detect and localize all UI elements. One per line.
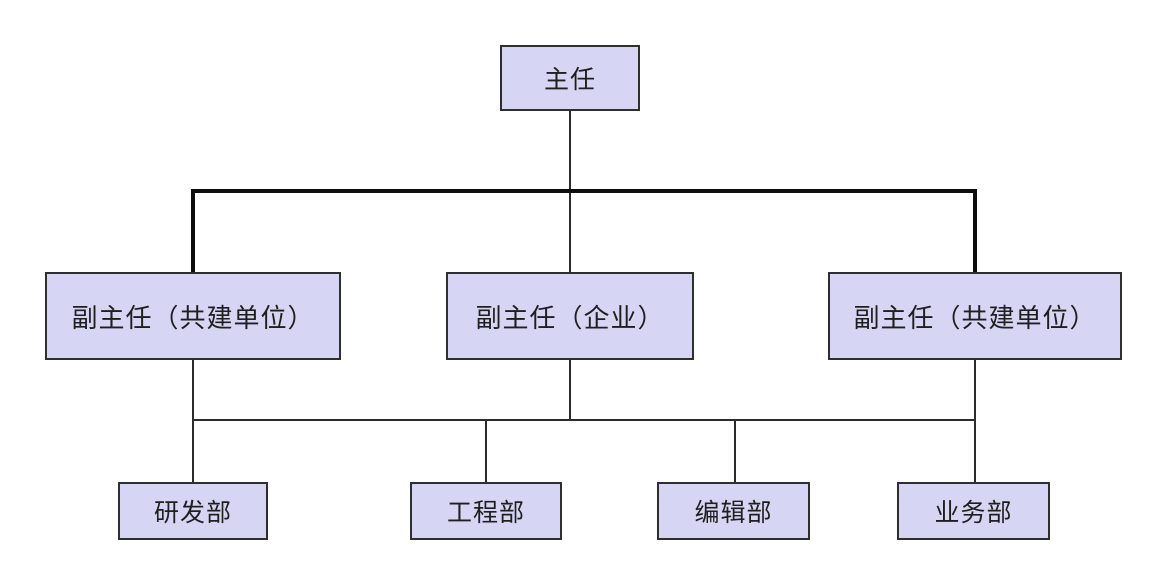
node-dept-editorial-label: 编辑部 xyxy=(694,498,773,527)
node-dept-engineering: 工程部 xyxy=(410,482,562,540)
connector-level3-rail xyxy=(192,419,976,421)
connector-drop-dept-engineering xyxy=(485,419,487,482)
connector-drop-deputy-left xyxy=(191,189,195,272)
connector-stem-deputy-right xyxy=(974,360,976,482)
node-dept-business-label: 业务部 xyxy=(934,498,1013,527)
node-director-label: 主任 xyxy=(543,65,596,94)
connector-stem-deputy-left xyxy=(192,360,194,482)
connector-level2-rail xyxy=(191,189,977,193)
node-deputy-middle: 副主任（企业） xyxy=(446,272,694,360)
node-director: 主任 xyxy=(500,45,640,111)
node-dept-business: 业务部 xyxy=(897,482,1050,540)
node-deputy-left: 副主任（共建单位） xyxy=(45,272,341,360)
node-deputy-left-label: 副主任（共建单位） xyxy=(71,303,315,334)
node-dept-rd-label: 研发部 xyxy=(153,498,232,527)
node-deputy-middle-label: 副主任（企业） xyxy=(475,303,665,334)
node-deputy-right: 副主任（共建单位） xyxy=(828,272,1122,360)
node-dept-editorial: 编辑部 xyxy=(657,482,810,540)
connector-drop-dept-editorial xyxy=(734,419,736,482)
node-dept-rd: 研发部 xyxy=(118,482,268,540)
node-dept-engineering-label: 工程部 xyxy=(446,498,525,527)
node-deputy-right-label: 副主任（共建单位） xyxy=(853,303,1097,334)
connector-stem-deputy-middle xyxy=(569,360,571,420)
connector-drop-deputy-right xyxy=(973,189,977,272)
